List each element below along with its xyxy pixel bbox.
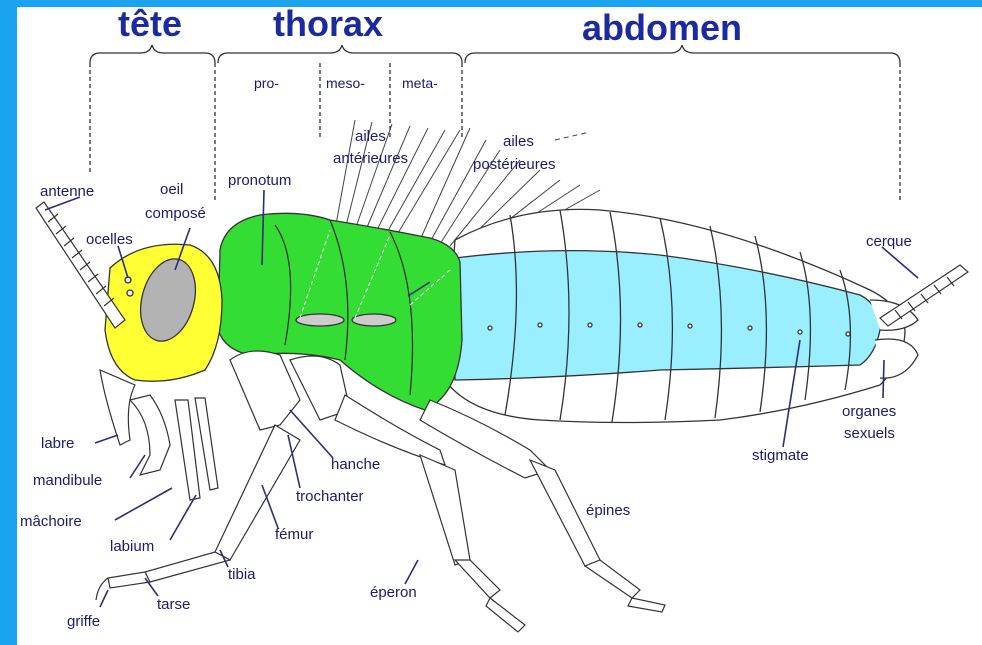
label-ocelles: ocelles: [86, 231, 133, 248]
head-bracket: [90, 45, 215, 200]
label-tarse: tarse: [157, 596, 190, 613]
label-hanche: hanche: [331, 456, 380, 473]
label-tibia: tibia: [228, 566, 256, 583]
abdomen-bracket: [465, 45, 900, 200]
label-ailes-anterieures-2: antérieures: [333, 150, 408, 167]
label-trochanter: trochanter: [296, 488, 364, 505]
region-title-thorax: thorax: [273, 4, 383, 44]
label-labium: labium: [110, 538, 154, 555]
cerque: [880, 265, 968, 326]
label-compose: composé: [145, 205, 206, 222]
head-body: [105, 244, 222, 381]
region-title-abdomen: abdomen: [582, 8, 742, 48]
label-oeil: oeil: [160, 181, 183, 198]
label-machoire: mâchoire: [20, 513, 82, 530]
segment-meso: meso-: [326, 75, 365, 91]
segment-pro: pro-: [254, 75, 279, 91]
label-epines: épines: [586, 502, 630, 519]
label-antenne: antenne: [40, 183, 94, 200]
segment-meta: meta-: [402, 75, 438, 91]
label-mandibule: mandibule: [33, 472, 102, 489]
label-organes: organes: [842, 403, 896, 420]
label-stigmate: stigmate: [752, 447, 809, 464]
label-ailes-anterieures-1: ailes: [355, 128, 386, 145]
antenne: [36, 202, 125, 328]
label-eperon: éperon: [370, 584, 417, 601]
thorax-bracket: [218, 45, 462, 140]
abdomen-body: [445, 209, 918, 422]
label-labre: labre: [41, 435, 74, 452]
label-ailes-posterieures-2: postérieures: [473, 156, 556, 173]
label-femur: fémur: [275, 526, 313, 543]
label-cerque: cerque: [866, 233, 912, 250]
label-pronotum: pronotum: [228, 172, 291, 189]
label-griffe: griffe: [67, 613, 100, 630]
region-title-head: tête: [118, 4, 182, 44]
label-sexuels: sexuels: [844, 425, 895, 442]
label-ailes-posterieures-1: ailes: [503, 133, 534, 150]
